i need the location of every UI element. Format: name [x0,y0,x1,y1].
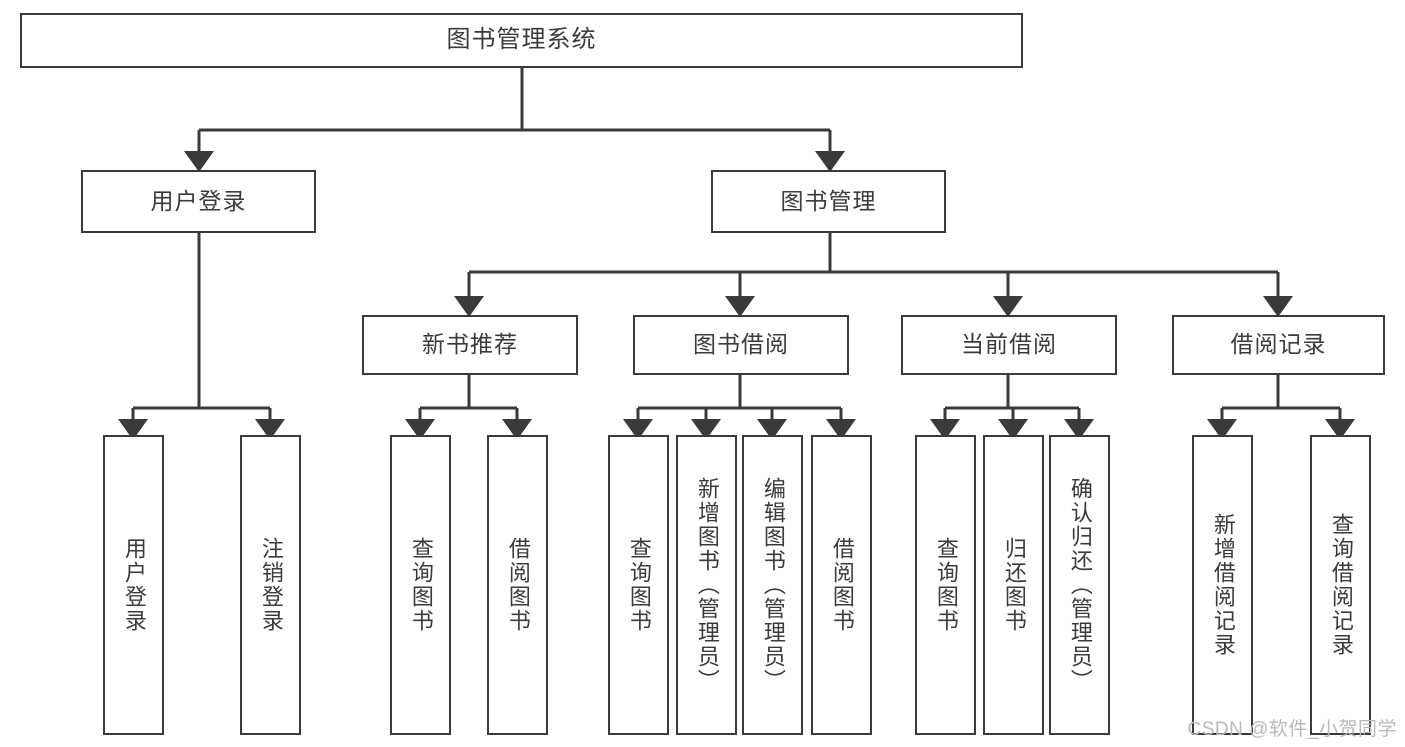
leaf-query-book-current[interactable]: 查询图书 [915,435,976,735]
node-current-borrow[interactable]: 当前借阅 [901,315,1117,375]
node-label: 查询图书 [408,537,434,633]
node-book-management[interactable]: 图书管理 [711,170,946,233]
node-book-borrow[interactable]: 图书借阅 [633,315,849,375]
node-label: 查询图书 [933,537,959,633]
node-label: 用户登录 [121,537,147,633]
node-label: 借阅记录 [1230,331,1327,358]
node-label: 图书借阅 [693,331,789,358]
node-label: 查询借阅记录 [1328,513,1354,657]
leaf-confirm-return-admin[interactable]: 确认归还（管理员） [1049,435,1110,735]
node-label: 编辑图书（管理员） [760,477,786,693]
node-label: 用户登录 [150,187,247,214]
node-new-book-recommend[interactable]: 新书推荐 [362,315,578,375]
node-label: 新书推荐 [422,331,518,358]
watermark-text: CSDN @软件_小贺同学 [1187,719,1397,740]
leaf-add-borrow-record[interactable]: 新增借阅记录 [1192,435,1253,735]
leaf-edit-book-admin[interactable]: 编辑图书（管理员） [742,435,803,735]
leaf-add-book-admin[interactable]: 新增图书（管理员） [676,435,737,735]
node-label: 借阅图书 [829,537,855,633]
node-label: 新增借阅记录 [1210,513,1236,657]
leaf-query-book-recommend[interactable]: 查询图书 [390,435,451,735]
node-label: 归还图书 [1001,537,1027,633]
node-label: 借阅图书 [505,537,531,633]
node-label: 新增图书（管理员） [694,477,720,693]
node-user-login[interactable]: 用户登录 [81,170,316,233]
node-label: 查询图书 [626,537,652,633]
node-label: 当前借阅 [961,331,1057,358]
node-label: 确认归还（管理员） [1067,477,1093,693]
node-borrow-record[interactable]: 借阅记录 [1172,315,1385,375]
leaf-return-book[interactable]: 归还图书 [983,435,1044,735]
node-root-book-management-system[interactable]: 图书管理系统 [20,13,1023,68]
leaf-borrow-book[interactable]: 借阅图书 [811,435,872,735]
leaf-borrow-book-recommend[interactable]: 借阅图书 [487,435,548,735]
node-label: 图书管理 [780,187,877,214]
leaf-user-login[interactable]: 用户登录 [103,435,164,735]
node-label: 注销登录 [258,537,284,633]
node-label: 图书管理系统 [446,26,597,54]
leaf-query-book-borrow[interactable]: 查询图书 [608,435,669,735]
leaf-logout[interactable]: 注销登录 [240,435,301,735]
leaf-query-borrow-record[interactable]: 查询借阅记录 [1310,435,1371,735]
